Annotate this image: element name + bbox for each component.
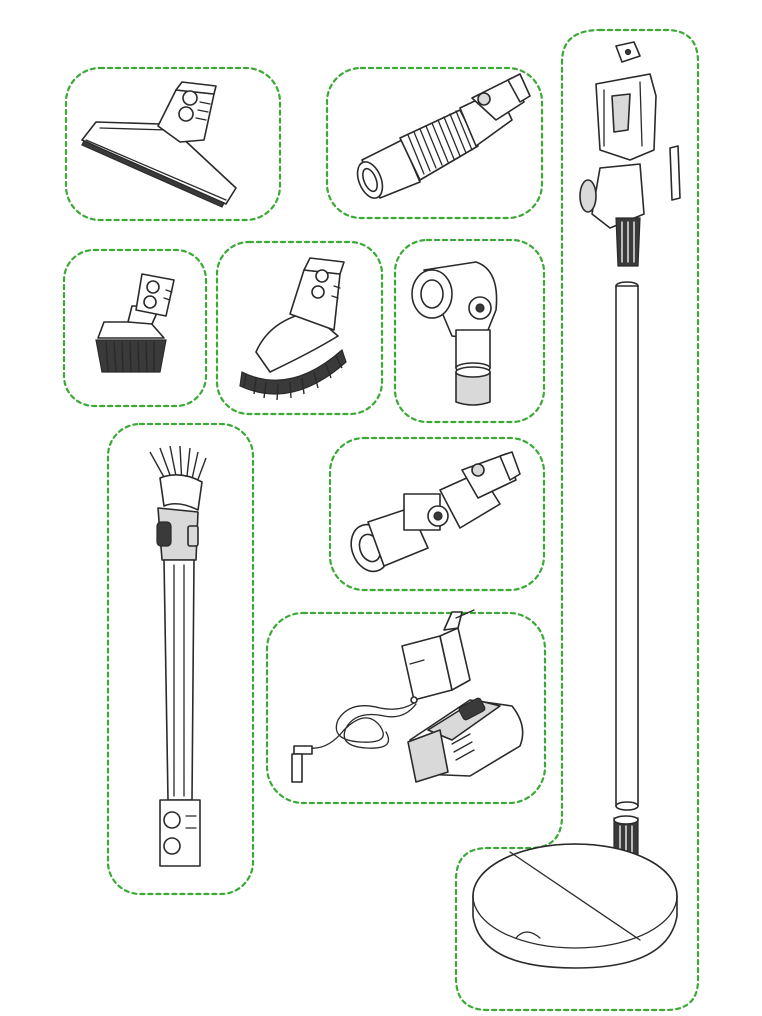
group-outline-mini-brush xyxy=(62,248,208,408)
group-outline-soft-brush xyxy=(215,240,384,416)
wide-nozzle-icon xyxy=(81,81,237,208)
group-outline-up-top-adapter xyxy=(393,238,546,424)
swivel-adapter-icon xyxy=(350,451,521,573)
mini-brush-icon xyxy=(95,273,175,373)
floor-stand-icon xyxy=(472,41,681,969)
group-outline-floor-stand xyxy=(454,28,700,1012)
group-outline-wide-nozzle xyxy=(64,66,282,222)
extension-hose-icon xyxy=(356,73,531,199)
up-top-adapter-icon xyxy=(411,261,498,406)
group-outline-swivel-adapter xyxy=(328,436,546,592)
group-outline-crevice-wand xyxy=(106,422,255,896)
group-outline-charger-battery xyxy=(265,611,547,805)
crevice-wand-icon xyxy=(149,445,207,867)
soft-brush-icon xyxy=(239,257,347,401)
charger-battery-icon xyxy=(291,609,524,783)
group-outline-extension-hose xyxy=(325,66,544,220)
